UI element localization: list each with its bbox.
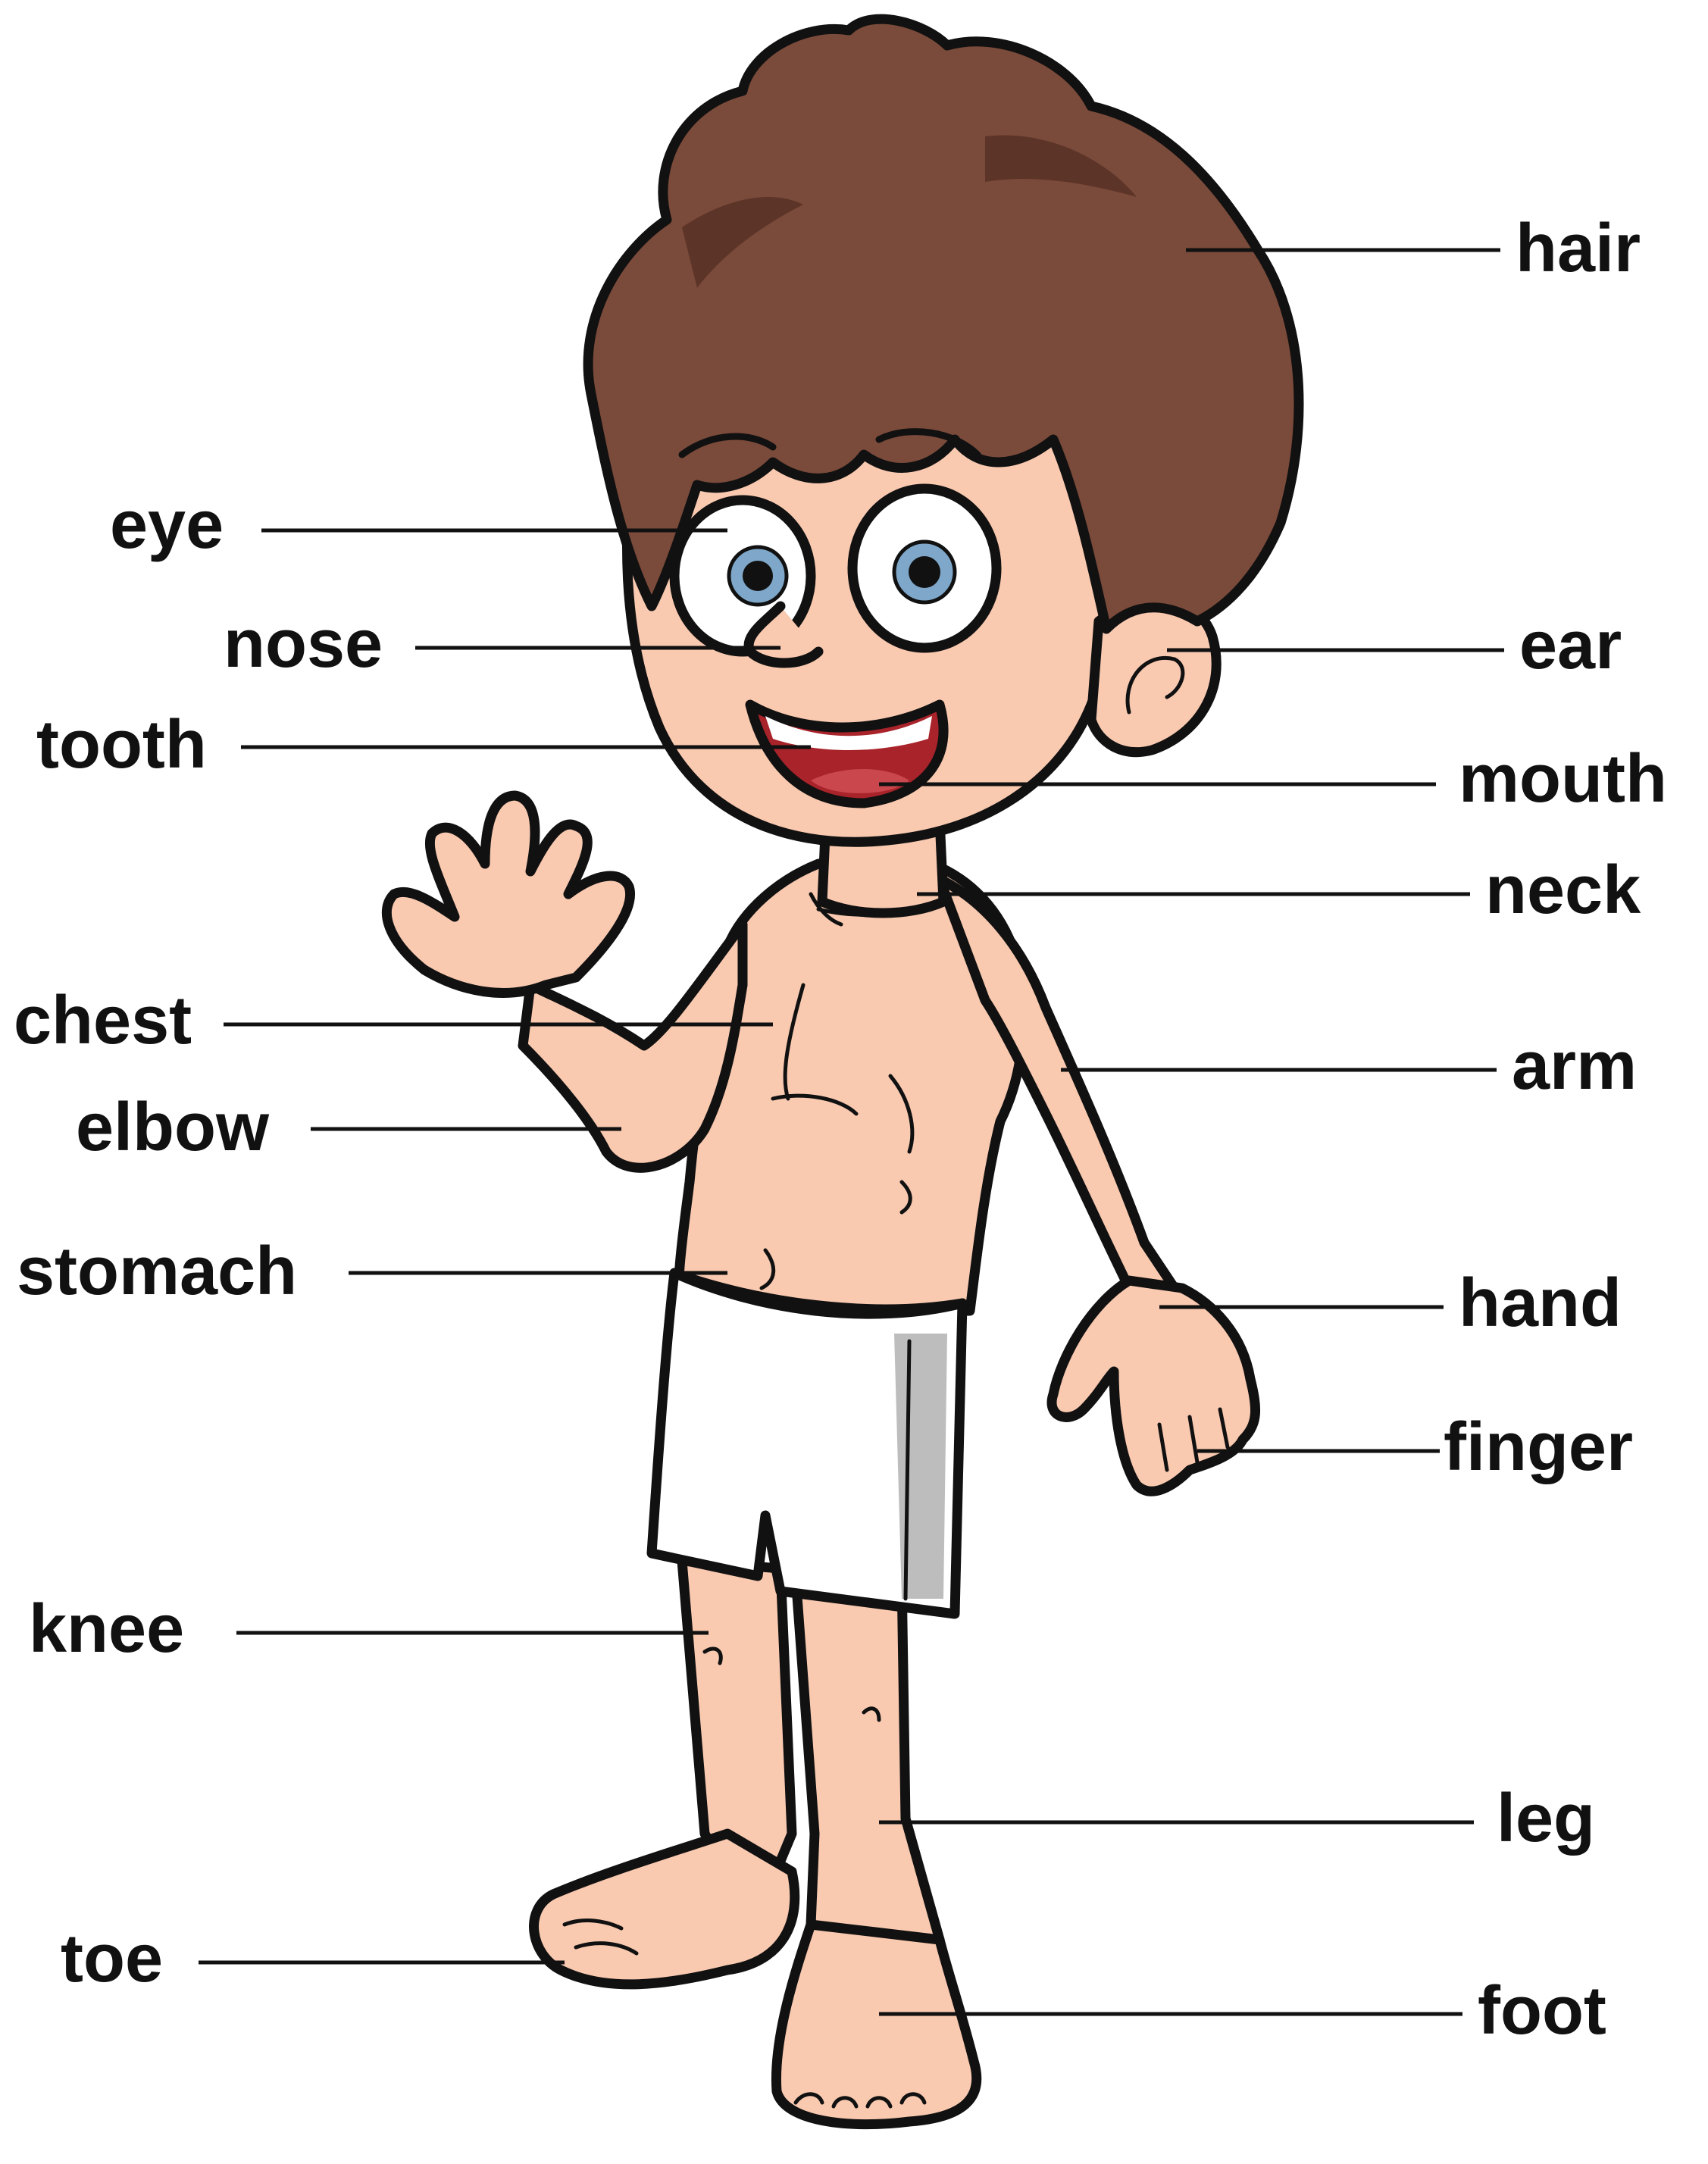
label-stomach: stomach xyxy=(17,1234,297,1309)
label-arm: arm xyxy=(1512,1028,1637,1104)
label-toe: toe xyxy=(61,1921,163,1997)
label-hand: hand xyxy=(1459,1265,1622,1341)
label-elbow: elbow xyxy=(76,1090,270,1165)
right-leg xyxy=(776,1576,976,2125)
head xyxy=(588,19,1299,842)
label-ear: ear xyxy=(1519,608,1622,683)
label-mouth: mouth xyxy=(1459,741,1667,817)
label-foot: foot xyxy=(1478,1973,1606,2049)
label-tooth: tooth xyxy=(36,707,207,783)
label-knee: knee xyxy=(29,1591,184,1667)
shorts xyxy=(652,1273,962,1614)
label-neck: neck xyxy=(1485,852,1641,928)
label-finger: finger xyxy=(1444,1409,1633,1485)
left-leg xyxy=(534,1561,795,1984)
label-chest: chest xyxy=(14,983,192,1059)
label-leg: leg xyxy=(1497,1781,1595,1856)
left-arm xyxy=(386,796,743,1168)
label-nose: nose xyxy=(224,606,383,682)
label-hair: hair xyxy=(1516,211,1641,286)
label-eye: eye xyxy=(110,487,224,563)
